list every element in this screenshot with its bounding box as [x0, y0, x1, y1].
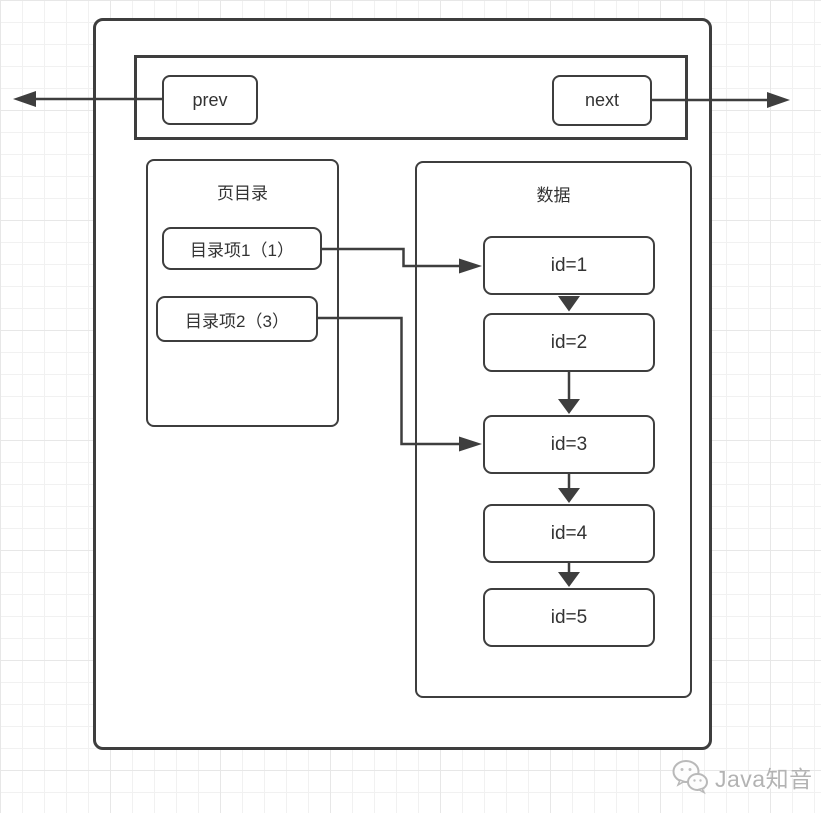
directory-item-1-label: 目录项1（1） [190, 241, 294, 260]
prev-arrowhead [13, 91, 36, 107]
record-id-1: id=1 [483, 236, 655, 295]
record-id-4-label: id=4 [550, 522, 588, 544]
wechat-icon [672, 760, 708, 795]
directory-item-2: 目录项2（3） [156, 296, 318, 342]
directory-item-1: 目录项1（1） [162, 227, 322, 270]
record-id-4: id=4 [483, 504, 655, 563]
record-id-3: id=3 [483, 415, 655, 474]
record-id-2-label: id=2 [550, 331, 588, 353]
directory-item-2-label: 目录项2（3） [185, 311, 289, 331]
record-id-3-label: id=3 [550, 433, 588, 455]
prev-label: prev [192, 89, 228, 110]
record-id-1-label: id=1 [550, 254, 588, 276]
prev-node: prev [162, 75, 258, 125]
data-title: 数据 [536, 186, 571, 205]
next-arrowhead [767, 92, 790, 108]
next-label: next [584, 90, 620, 110]
record-id-5: id=5 [483, 588, 655, 647]
page-directory-title: 页目录 [217, 184, 268, 203]
record-id-5-label: id=5 [550, 606, 588, 628]
watermark-label: Java知音 [715, 765, 813, 792]
next-node: next [552, 75, 652, 126]
watermark: Java知音 [671, 758, 813, 795]
page-directory-box: 页目录 [146, 159, 339, 427]
record-id-2: id=2 [483, 313, 655, 372]
